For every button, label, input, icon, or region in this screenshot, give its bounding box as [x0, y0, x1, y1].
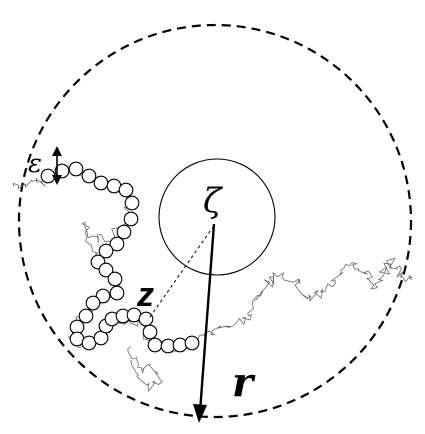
zeta-label: ζ: [203, 181, 224, 221]
epsilon-ball: [109, 236, 125, 252]
epsilon-ball: [107, 271, 123, 287]
epsilon-ball: [118, 182, 134, 198]
epsilon-ball: [93, 175, 109, 191]
epsilon-ball: [123, 211, 139, 227]
radius-arrow-shaft: [198, 223, 216, 413]
epsilon-ball: [98, 262, 114, 278]
epsilon-ball: [116, 224, 132, 240]
epsilon-ball: [109, 285, 125, 301]
epsilon-ball: [184, 335, 200, 351]
epsilon-ball: [95, 288, 111, 304]
z-label: z: [136, 276, 154, 314]
epsilon-double-arrow: [52, 146, 62, 185]
epsilon-ball: [68, 161, 84, 177]
epsilon-ball: [54, 163, 70, 179]
epsilon-label: ε: [28, 149, 42, 179]
epsilon-ball: [81, 168, 97, 184]
epsilon-ball-chain: [40, 161, 200, 354]
inner-circle: [158, 158, 276, 276]
epsilon-ball: [85, 295, 101, 311]
epsilon-ball: [138, 311, 154, 327]
epsilon-ball: [124, 195, 140, 211]
z-to-zeta-dashed-line: [149, 226, 214, 318]
outer-dashed-circle: [17, 23, 413, 419]
radius-arrowhead: [193, 404, 207, 423]
r-label: r: [232, 359, 256, 406]
epsilon-ball: [78, 308, 94, 324]
epsilon-ball: [172, 337, 188, 353]
epsilon-ball: [142, 324, 158, 340]
epsilon-ball: [98, 243, 114, 259]
epsilon-ball: [147, 337, 163, 353]
